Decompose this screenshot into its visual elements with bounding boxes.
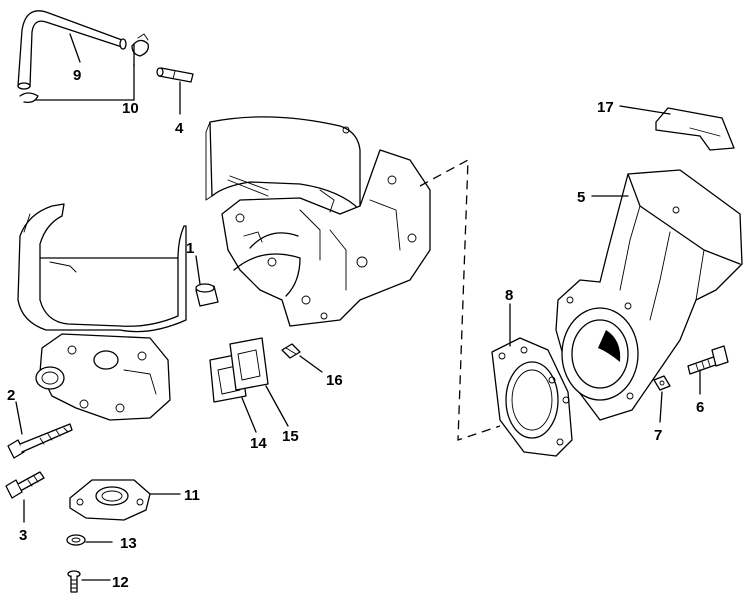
gasket-part <box>491 337 573 457</box>
assembly-dashed-line <box>419 158 501 441</box>
washer-13-part <box>66 534 86 546</box>
callout-5: 5 <box>577 189 585 206</box>
nut-7-part <box>653 375 671 391</box>
crankcase-housing <box>205 116 431 327</box>
callout-15: 15 <box>282 428 299 445</box>
hose-clamp-part <box>19 33 149 104</box>
reed-plates <box>209 337 269 403</box>
screw-12-part <box>67 570 81 593</box>
cover-flange-part <box>69 479 151 521</box>
callout-10: 10 <box>122 100 139 117</box>
callout-1: 1 <box>186 240 194 257</box>
short-bolt-part <box>5 471 45 499</box>
callout-16: 16 <box>326 372 343 389</box>
callout-labels: 9 10 4 1 2 3 11 13 12 14 15 16 8 5 17 6 … <box>7 67 704 591</box>
bolt-6-part <box>687 345 729 375</box>
pump-assembly <box>17 203 187 421</box>
callout-6: 6 <box>696 399 704 416</box>
callout-17: 17 <box>597 99 614 116</box>
callout-11: 11 <box>184 487 200 504</box>
callout-3: 3 <box>19 527 27 544</box>
callout-4: 4 <box>175 120 184 137</box>
callout-8: 8 <box>505 287 513 304</box>
callout-2: 2 <box>7 387 15 404</box>
callout-9: 9 <box>73 67 81 84</box>
screw-16-part <box>281 343 301 359</box>
callout-13: 13 <box>120 535 137 552</box>
exhaust-housing-part <box>555 169 743 421</box>
callout-7: 7 <box>654 427 662 444</box>
dowel-pin-part <box>156 67 194 83</box>
leader-lines <box>15 33 701 581</box>
callout-14: 14 <box>250 435 267 452</box>
hose-part <box>17 10 127 90</box>
callout-12: 12 <box>112 574 129 591</box>
plate-17-part <box>655 107 735 151</box>
long-bolt-part <box>7 423 73 459</box>
bushing-part <box>195 283 219 307</box>
